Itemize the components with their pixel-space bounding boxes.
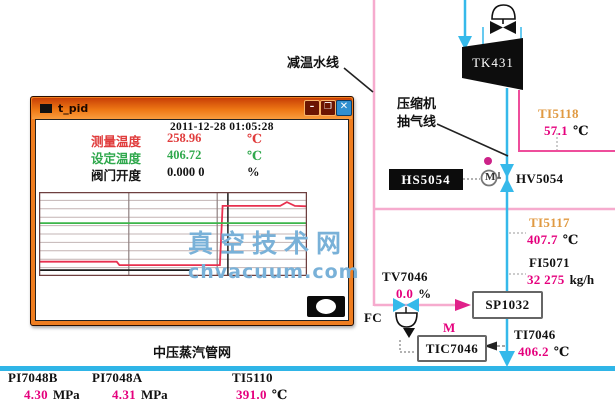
controller-input-signal xyxy=(484,341,506,351)
instrument-tag: PI7048A xyxy=(92,370,143,385)
window-content: 2011-12-28 01:05:28 测量温度 258.96 ℃ 设定温度 4… xyxy=(35,119,349,321)
hand-switch-hs5054[interactable]: HS5054 xyxy=(389,169,463,190)
instrument-tag: TI7046 xyxy=(514,327,556,342)
hv5054-valve-icon[interactable] xyxy=(500,164,514,192)
flow-arrow-icon xyxy=(499,351,515,367)
pid-faceplate-window: t_pid – ❐ ✕ 2011-12-28 01:05:28 测量温度 258… xyxy=(30,96,354,326)
instrument-tag: PI7048B xyxy=(8,370,58,385)
trend-series-measured-temperature xyxy=(39,201,307,266)
signal-arrow-icon xyxy=(484,341,497,351)
instrument-unit: MPa xyxy=(140,387,168,402)
setpoint-box-sp1032[interactable]: SP1032 xyxy=(472,291,543,319)
oval-logo-icon[interactable] xyxy=(307,296,345,317)
instrument-ti5117: TI5117 407.7 ℃ xyxy=(527,215,579,249)
instrument-tag: TI5110 xyxy=(232,370,273,385)
instrument-tag: FI5071 xyxy=(529,255,570,270)
row-label: 设定温度 xyxy=(91,152,142,166)
steam-header-label: 中压蒸汽管网 xyxy=(153,346,232,361)
close-button[interactable]: ✕ xyxy=(336,100,352,116)
fail-close-label: FC xyxy=(364,310,382,325)
steam-header-pipe xyxy=(0,366,615,371)
maximize-button[interactable]: ❐ xyxy=(320,100,336,116)
flow-arrow-icon xyxy=(455,299,471,311)
hv5054-valve-tag: HV5054 xyxy=(516,171,564,186)
instrument-unit: ℃ xyxy=(553,344,570,359)
instrument-unit: kg/h xyxy=(569,272,595,287)
motor-actuator-icon xyxy=(480,157,501,187)
control-valve-tv7046: TV7046 0.0% xyxy=(382,269,431,303)
tv7046-valve-icon[interactable] xyxy=(393,298,419,338)
measured-temp-row: 测量温度 258.96 ℃ xyxy=(36,131,348,149)
turbine-inlet-valve-icon[interactable] xyxy=(490,4,516,34)
compressor-label-line2: 抽气线 xyxy=(397,115,437,130)
seal-steam-line xyxy=(518,90,615,152)
motor-label: M xyxy=(443,320,456,335)
controller-output-signal xyxy=(399,340,416,353)
extraction-label-leader xyxy=(436,123,509,157)
instrument-ti7046: TI7046 406.2 ℃ xyxy=(514,327,569,361)
desuperheat-line-label: 减温水线 xyxy=(287,56,340,71)
instrument-tag: TI5117 xyxy=(529,215,570,230)
status-dot-icon xyxy=(484,157,492,165)
instrument-pi7048b: PI7048B 4.30 MPa xyxy=(8,370,80,404)
window-title: t_pid xyxy=(58,102,89,115)
desuperheat-label-leader xyxy=(343,67,374,93)
turbine-tag: TK431 xyxy=(472,55,514,70)
instrument-value: 406.2 xyxy=(518,344,549,359)
instrument-ti5110: TI5110 391.0 ℃ xyxy=(232,370,287,404)
instrument-pi7048a: PI7048A 4.31 MPa xyxy=(92,370,168,404)
extraction-steam-line xyxy=(499,88,515,367)
window-icon xyxy=(40,104,52,113)
instrument-unit: ℃ xyxy=(562,232,579,247)
instrument-ti5118: TI5118 57.1 ℃ xyxy=(538,106,589,140)
flow-arrow-icon xyxy=(458,36,472,50)
controller-box-tic7046[interactable]: TIC7046 xyxy=(417,335,487,362)
instrument-value: 407.7 xyxy=(527,232,558,247)
row-label: 测量温度 xyxy=(91,135,142,149)
row-unit: ℃ xyxy=(247,132,262,146)
row-value: 258.96 xyxy=(167,131,202,145)
instrument-value: 391.0 xyxy=(236,387,267,402)
row-unit: % xyxy=(247,165,260,179)
valve-opening-value: 0.0 xyxy=(396,286,414,301)
setpoint-temp-row: 设定温度 406.72 ℃ xyxy=(36,148,348,166)
instrument-value: 4.30 xyxy=(24,387,48,402)
window-titlebar[interactable]: t_pid xyxy=(32,98,352,119)
instrument-unit: ℃ xyxy=(572,123,589,138)
motor-letter: M xyxy=(485,171,496,183)
instrument-unit: ℃ xyxy=(271,387,288,402)
row-unit: ℃ xyxy=(247,149,262,163)
diaphragm-actuator-icon xyxy=(395,312,418,328)
timestamp: 2011-12-28 01:05:28 xyxy=(170,121,274,133)
instrument-fi5071: FI5071 32 275 kg/h xyxy=(527,255,595,289)
row-label: 阀门开度 xyxy=(91,169,142,183)
valve-tag: TV7046 xyxy=(382,269,428,284)
row-value: 406.72 xyxy=(167,148,202,162)
steam-feed-line xyxy=(458,0,522,50)
instrument-unit: MPa xyxy=(52,387,80,402)
instrument-tag: TI5118 xyxy=(538,106,579,121)
turbine-symbol[interactable] xyxy=(462,38,523,90)
instrument-value: 4.31 xyxy=(112,387,136,402)
fail-close-icon xyxy=(403,328,415,338)
trend-chart xyxy=(39,192,307,276)
instrument-value: 32 275 xyxy=(527,272,565,287)
valve-opening-row: 阀门开度 0.000 0 % xyxy=(36,165,348,183)
compressor-label-line1: 压缩机 xyxy=(397,97,437,112)
instrument-value: 57.1 xyxy=(544,123,568,138)
minimize-button[interactable]: – xyxy=(304,100,320,116)
valve-opening-unit: % xyxy=(418,286,432,301)
row-value: 0.000 0 xyxy=(167,165,205,179)
